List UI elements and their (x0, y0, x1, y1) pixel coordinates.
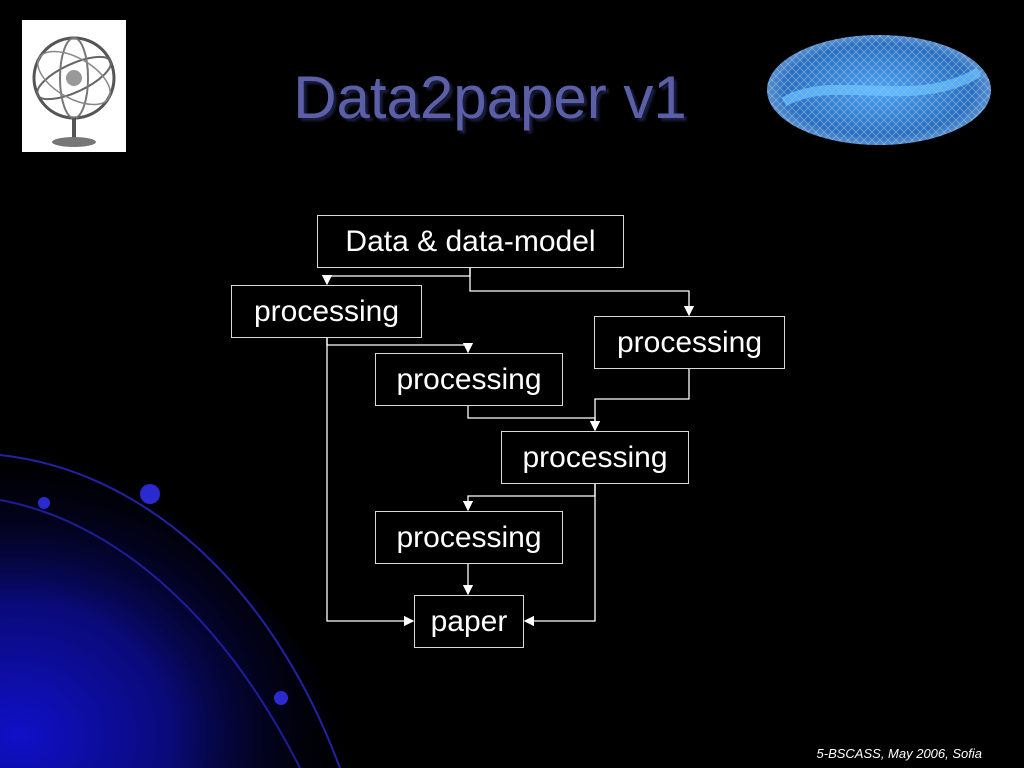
sky-map-icon (767, 35, 991, 145)
edge-left-to-middle (326, 338, 474, 354)
node-data-model: Data & data-model (317, 215, 624, 268)
edge-center-to-paper (523, 484, 596, 627)
node-processing-center: processing (501, 431, 689, 484)
edge-middle-to-center (467, 406, 601, 432)
edge-data-to-processing-right (469, 268, 695, 317)
edge-left-to-paper (326, 338, 415, 627)
armillary-sphere-icon (22, 20, 126, 152)
node-paper: paper (414, 595, 524, 648)
edge-center-to-bottom (462, 484, 596, 512)
decor-dot (38, 497, 50, 509)
decor-dot (140, 484, 160, 504)
decor-dot (274, 691, 288, 705)
slide-title: Data2paper v1 (293, 64, 687, 131)
node-processing-middle: processing (375, 353, 563, 406)
node-processing-left: processing (231, 285, 422, 338)
edge-data-to-processing-left (321, 268, 471, 286)
node-processing-bottom: processing (375, 511, 563, 564)
slide-footer: 5-BSCASS, May 2006, Sofia (816, 746, 982, 761)
edge-right-to-center (589, 369, 690, 432)
node-processing-right: processing (594, 316, 785, 369)
